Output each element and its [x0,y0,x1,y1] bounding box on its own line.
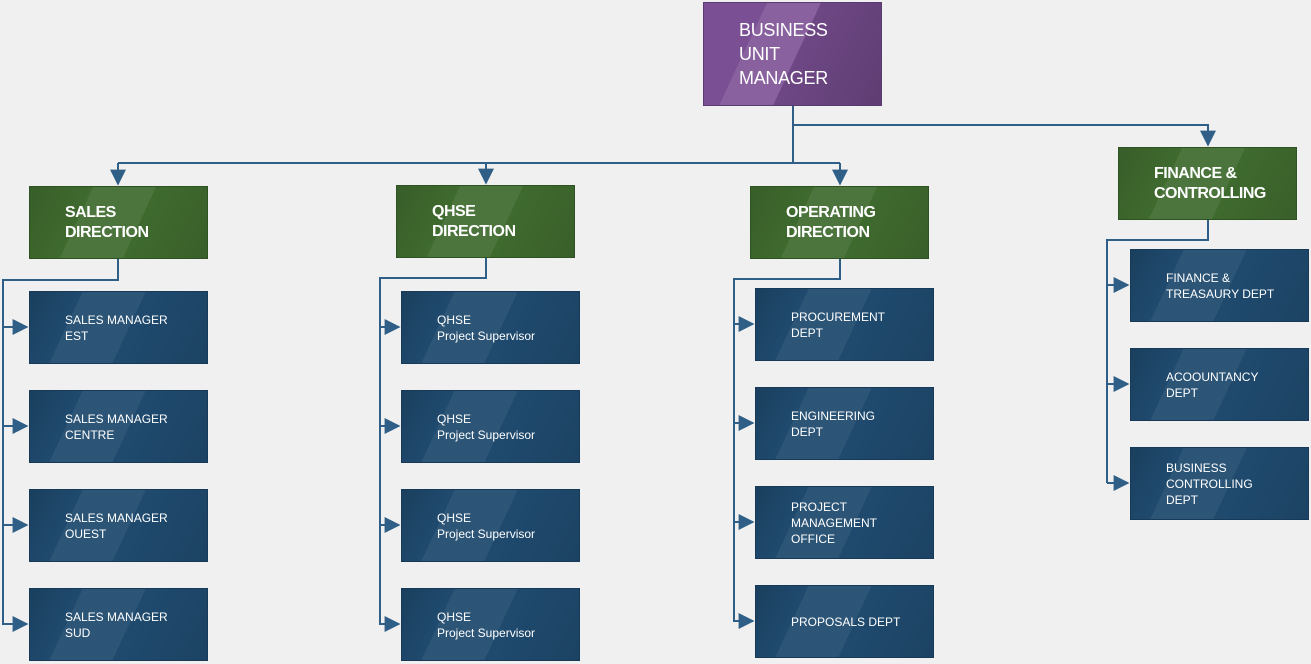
leaf-label: PROCUREMENT DEPT [791,309,886,340]
sales-manager-est-box: SALES MANAGER EST [29,291,208,364]
qhse-direction-label: QHSE DIRECTION [432,202,516,240]
sales-direction-label: SALES DIRECTION [65,203,149,241]
accountancy-dept-box: ACOOUNTANCY DEPT [1130,348,1309,421]
business-unit-manager-box: BUSINESS UNIT MANAGER [703,2,882,106]
leaf-label: ENGINEERING DEPT [791,408,876,439]
proposals-dept-box: PROPOSALS DEPT [755,585,934,658]
finance-controlling-box: FINANCE & CONTROLLING [1118,147,1297,220]
leaf-label: QHSE Project Supervisor [437,510,536,541]
leaf-label: PROJECT MANAGEMENT OFFICE [791,499,878,546]
finance-controlling-label: FINANCE & CONTROLLING [1154,164,1266,202]
qhse-direction-box: QHSE DIRECTION [396,185,575,258]
arrow-to-finance [793,124,1216,147]
sales-manager-centre-box: SALES MANAGER CENTRE [29,390,208,463]
qhse-branch-line [379,258,487,625]
leaf-label: QHSE Project Supervisor [437,411,536,442]
qhse-supervisor-3-box: QHSE Project Supervisor [401,489,580,562]
sales-manager-sud-box: SALES MANAGER SUD [29,588,208,661]
leaf-label: SALES MANAGER CENTRE [65,411,168,442]
leaf-label: BUSINESS CONTROLLING DEPT [1166,460,1253,507]
sales-branch-line [2,259,119,625]
sales-direction-box: SALES DIRECTION [29,186,208,259]
engineering-dept-box: ENGINEERING DEPT [755,387,934,460]
operating-direction-label: OPERATING DIRECTION [786,203,876,241]
leaf-label: QHSE Project Supervisor [437,312,536,343]
sales-manager-ouest-box: SALES MANAGER OUEST [29,489,208,562]
finance-branch-line [1106,220,1209,483]
leaf-label: SALES MANAGER OUEST [65,510,168,541]
qhse-supervisor-4-box: QHSE Project Supervisor [401,588,580,661]
leaf-label: PROPOSALS DEPT [791,614,901,629]
procurement-dept-box: PROCUREMENT DEPT [755,288,934,361]
qhse-supervisor-1-box: QHSE Project Supervisor [401,291,580,364]
qhse-supervisor-2-box: QHSE Project Supervisor [401,390,580,463]
business-controlling-dept-box: BUSINESS CONTROLLING DEPT [1130,447,1309,520]
operating-branch-line [733,259,841,622]
leaf-label: FINANCE & TREASAURY DEPT [1166,270,1275,301]
operating-direction-box: OPERATING DIRECTION [750,186,929,259]
finance-treasury-dept-box: FINANCE & TREASAURY DEPT [1130,249,1309,322]
leaf-label: ACOOUNTANCY DEPT [1166,369,1259,400]
leaf-label: SALES MANAGER SUD [65,609,168,640]
leaf-label: SALES MANAGER EST [65,312,168,343]
project-management-office-box: PROJECT MANAGEMENT OFFICE [755,486,934,559]
leaf-label: QHSE Project Supervisor [437,609,536,640]
root-label: BUSINESS UNIT MANAGER [739,20,828,88]
